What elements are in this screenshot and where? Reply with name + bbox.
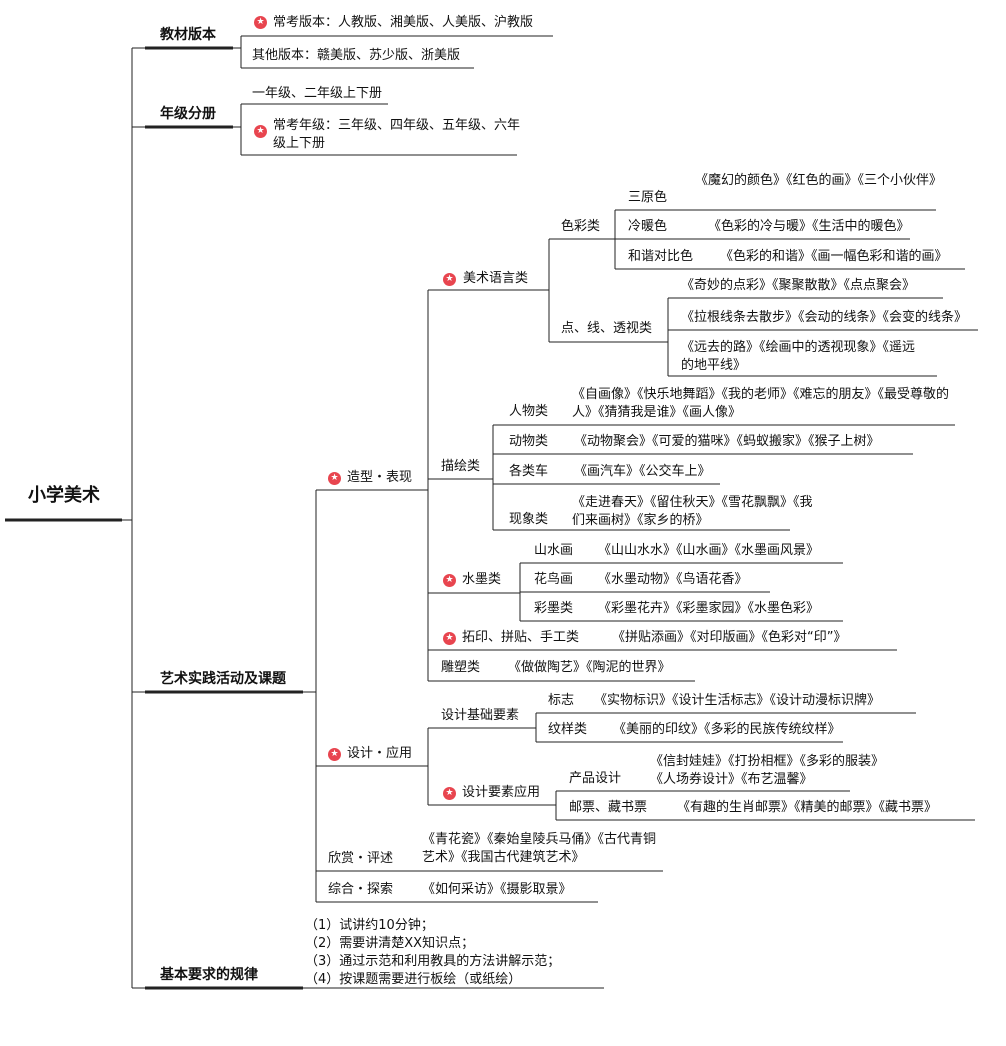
bird-flower-lessons: 《水墨动物》《鸟语花香》 bbox=[598, 572, 748, 587]
design-applied-node: 设计要素应用 bbox=[462, 785, 541, 800]
product-lessons: 《信封娃娃》《打扮相框》《多彩的服装》《人场券设计》《布艺温馨》 bbox=[650, 754, 878, 787]
logo-label: 标志 bbox=[548, 693, 575, 708]
bird-flower-label: 花鸟画 bbox=[534, 572, 574, 587]
stamp-lessons: 《有趣的生肖邮票》《精美的邮票》《藏书票》 bbox=[677, 800, 938, 815]
color-node: 色彩类 bbox=[561, 219, 601, 234]
shape-node: 造型・表现 bbox=[347, 470, 413, 485]
art-language-node: 美术语言类 bbox=[463, 271, 529, 286]
vehicle-lessons: 《画汽车》《公交车上》 bbox=[574, 464, 711, 479]
explore-lessons: 《如何采访》《摄影取景》 bbox=[422, 882, 572, 897]
edition-other: 其他版本：赣美版、苏少版、浙美版 bbox=[252, 48, 461, 63]
star-icon: ★ bbox=[443, 574, 456, 587]
scene-label: 现象类 bbox=[509, 512, 549, 527]
edition-common: 常考版本：人教版、湘美版、人美版、沪教版 bbox=[273, 15, 534, 30]
explore-node: 综合・探索 bbox=[328, 882, 394, 897]
design-basic-node: 设计基础要素 bbox=[441, 708, 520, 723]
vehicle-label: 各类车 bbox=[509, 464, 549, 479]
sculpt-node: 雕塑类 bbox=[441, 660, 481, 675]
star-icon: ★ bbox=[443, 273, 456, 286]
star-icon: ★ bbox=[443, 787, 456, 800]
pattern-lessons: 《美丽的印纹》《多彩的民族传统纹样》 bbox=[613, 722, 841, 737]
rule-item: （1）试讲约10分钟； bbox=[305, 918, 434, 933]
rule-item: （4）按课题需要进行板绘（或纸绘） bbox=[305, 972, 522, 987]
star-icon: ★ bbox=[443, 632, 456, 645]
rule-item: （2）需要讲清楚XX知识点； bbox=[305, 936, 475, 951]
star-icon: ★ bbox=[254, 16, 267, 29]
appreciate-lessons: 《青花瓷》《秦始皇陵兵马俑》《古代青铜艺术》《我国古代建筑艺术》 bbox=[422, 832, 657, 865]
scene-lessons: 《走进春天》《留住秋天》《雪花飘飘》《我们来画树》《家乡的桥》 bbox=[572, 495, 813, 528]
warm-cool-label: 冷暖色 bbox=[628, 219, 668, 234]
landscape-lessons: 《山山水水》《山水画》《水墨画风景》 bbox=[598, 543, 820, 558]
colored-ink-lessons: 《彩墨花卉》《彩墨家园》《水墨色彩》 bbox=[598, 601, 820, 616]
point-line-node: 点、线、透视类 bbox=[561, 321, 653, 336]
drawing-node: 描绘类 bbox=[441, 459, 481, 474]
point-line-lessons-2: 《拉根线条去散步》《会动的线条》《会变的线条》 bbox=[681, 310, 968, 325]
animal-lessons: 《动物聚会》《可爱的猫咪》《蚂蚁搬家》《猴子上树》 bbox=[574, 434, 880, 449]
branch-grade: 年级分册 bbox=[160, 106, 216, 122]
landscape-label: 山水画 bbox=[534, 543, 574, 558]
star-icon: ★ bbox=[328, 472, 341, 485]
harmony-label: 和谐对比色 bbox=[628, 249, 694, 264]
rule-item: （3）通过示范和利用教具的方法讲解示范； bbox=[305, 954, 561, 969]
root-node: 小学美术 bbox=[28, 485, 100, 506]
logo-lessons: 《实物标识》《设计生活标志》《设计动漫标识牌》 bbox=[594, 693, 881, 708]
stamp-label: 邮票、藏书票 bbox=[569, 800, 648, 815]
star-icon: ★ bbox=[254, 125, 267, 138]
grade-lower: 一年级、二年级上下册 bbox=[252, 86, 383, 101]
point-line-lessons-1: 《奇妙的点彩》《聚聚散散》《点点聚会》 bbox=[681, 278, 916, 293]
point-line-lessons-3: 《远去的路》《绘画中的透视现象》《遥远的地平线》 bbox=[681, 340, 916, 373]
branch-rules: 基本要求的规律 bbox=[160, 967, 258, 983]
star-icon: ★ bbox=[328, 748, 341, 761]
rubbing-lessons: 《拼贴添画》《对印版画》《色彩对“印”》 bbox=[612, 630, 847, 645]
grade-common: 常考年级：三年级、四年级、五年级、六年级上下册 bbox=[273, 118, 521, 151]
colored-ink-label: 彩墨类 bbox=[534, 601, 574, 616]
primary-color-label: 三原色 bbox=[628, 190, 668, 205]
pattern-label: 纹样类 bbox=[548, 722, 588, 737]
ink-node: 水墨类 bbox=[462, 572, 502, 587]
appreciate-node: 欣赏・评述 bbox=[328, 851, 394, 866]
design-node: 设计・应用 bbox=[347, 746, 413, 761]
rubbing-node: 拓印、拼贴、手工类 bbox=[462, 630, 580, 645]
people-label: 人物类 bbox=[509, 404, 549, 419]
people-lessons: 《自画像》《快乐地舞蹈》《我的老师》《难忘的朋友》《最受尊敬的人》《猜猜我是谁》… bbox=[572, 387, 950, 420]
primary-color-lessons: 《魔幻的颜色》《红色的画》《三个小伙伴》 bbox=[695, 173, 943, 188]
branch-practice: 艺术实践活动及课题 bbox=[160, 671, 286, 687]
sculpt-lessons: 《做做陶艺》《陶泥的世界》 bbox=[508, 660, 671, 675]
branch-edition: 教材版本 bbox=[160, 27, 216, 43]
product-label: 产品设计 bbox=[569, 771, 622, 786]
warm-cool-lessons: 《色彩的冷与暖》《生活中的暖色》 bbox=[708, 219, 910, 234]
animal-label: 动物类 bbox=[509, 434, 549, 449]
harmony-lessons: 《色彩的和谐》《画一幅色彩和谐的画》 bbox=[720, 249, 948, 264]
